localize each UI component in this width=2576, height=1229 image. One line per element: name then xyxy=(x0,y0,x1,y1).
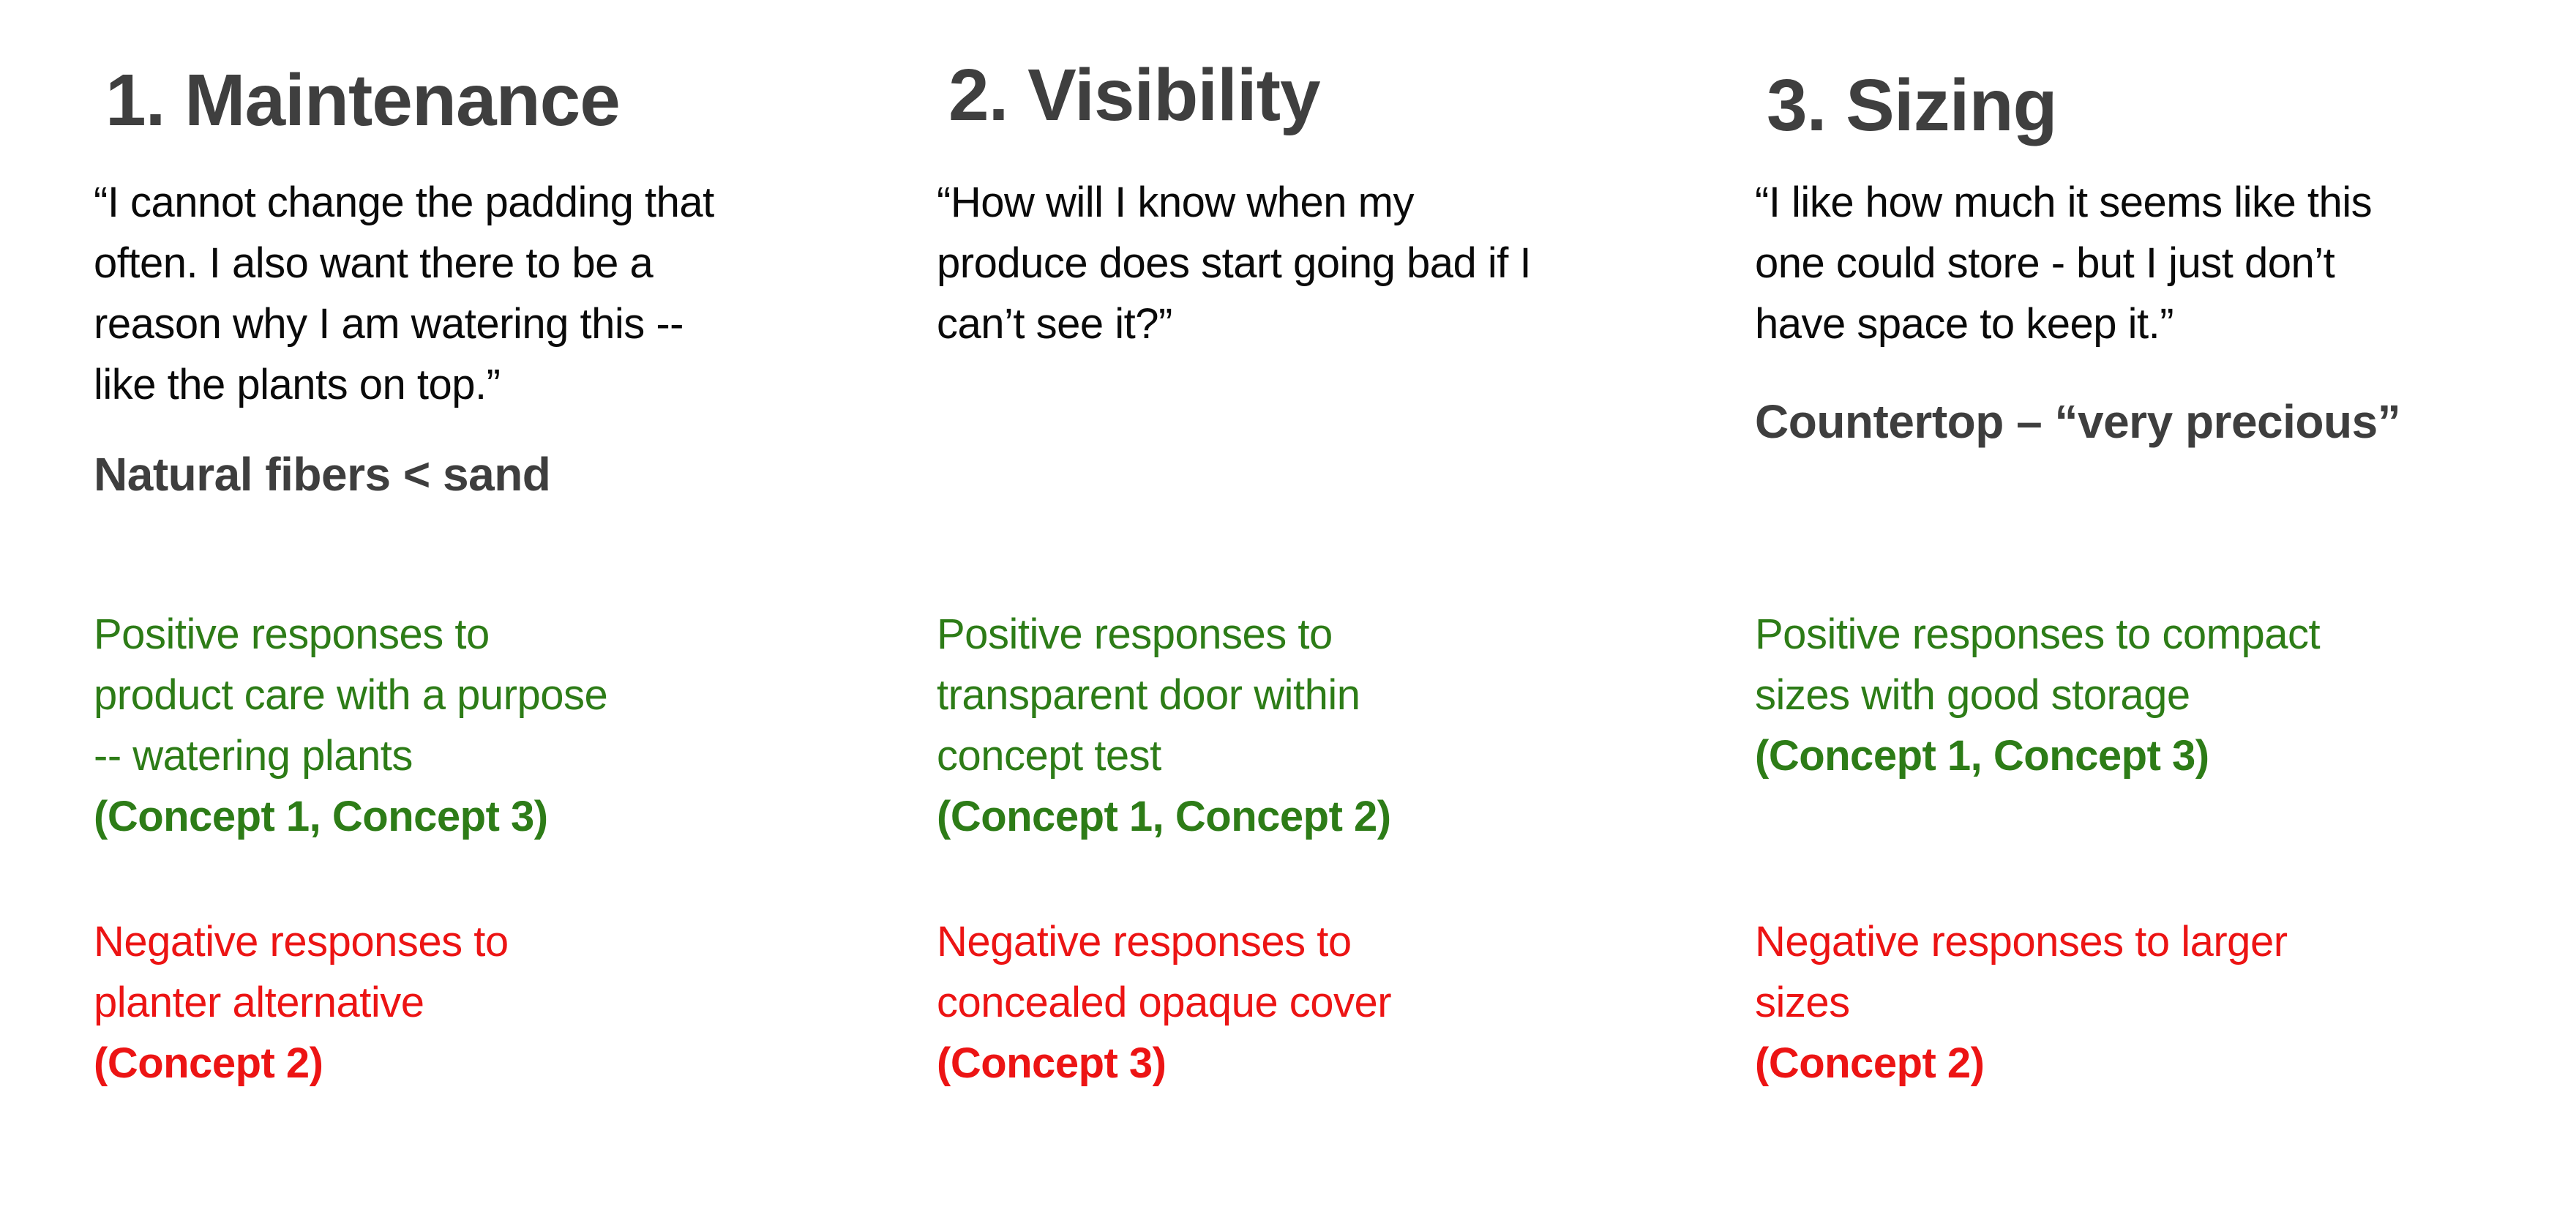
user-quote: “I cannot change the padding that often.… xyxy=(94,179,714,408)
column-sizing: 3. Sizing “I like how much it seems like… xyxy=(1755,0,2575,1229)
column-heading: 1. Maintenance xyxy=(105,59,621,141)
positive-concepts: (Concept 1, Concept 2) xyxy=(937,793,1391,840)
column-visibility: 2. Visibility “How will I know when my p… xyxy=(937,0,1756,1229)
negative-responses: Negative responses to concealed opaque c… xyxy=(937,911,1392,1094)
positive-responses: Positive responses to product care with … xyxy=(94,604,608,847)
positive-text: Positive responses to compact sizes with… xyxy=(1755,610,2321,719)
negative-text: Negative responses to planter alternativ… xyxy=(94,918,509,1026)
negative-concepts: (Concept 2) xyxy=(1755,1039,1985,1087)
positive-text: Positive responses to transparent door w… xyxy=(937,610,1360,780)
key-takeaway: Natural fibers < sand xyxy=(94,448,551,501)
column-heading: 3. Sizing xyxy=(1767,64,2058,146)
positive-concepts: (Concept 1, Concept 3) xyxy=(94,793,548,840)
key-takeaway: Countertop – “very precious” xyxy=(1755,395,2401,448)
negative-concepts: (Concept 3) xyxy=(937,1039,1167,1087)
user-quote: “I like how much it seems like this one … xyxy=(1755,179,2373,348)
positive-text: Positive responses to product care with … xyxy=(94,610,608,780)
negative-text: Negative responses to concealed opaque c… xyxy=(937,918,1392,1026)
user-quote: “How will I know when my produce does st… xyxy=(937,179,1532,348)
negative-responses: Negative responses to larger sizes (Conc… xyxy=(1755,911,2288,1094)
negative-concepts: (Concept 2) xyxy=(94,1039,323,1087)
negative-text: Negative responses to larger sizes xyxy=(1755,918,2288,1026)
column-heading: 2. Visibility xyxy=(948,54,1321,136)
column-maintenance: 1. Maintenance “I cannot change the padd… xyxy=(94,0,913,1229)
positive-concepts: (Concept 1, Concept 3) xyxy=(1755,732,2209,780)
positive-responses: Positive responses to compact sizes with… xyxy=(1755,604,2321,786)
negative-responses: Negative responses to planter alternativ… xyxy=(94,911,509,1094)
positive-responses: Positive responses to transparent door w… xyxy=(937,604,1391,847)
